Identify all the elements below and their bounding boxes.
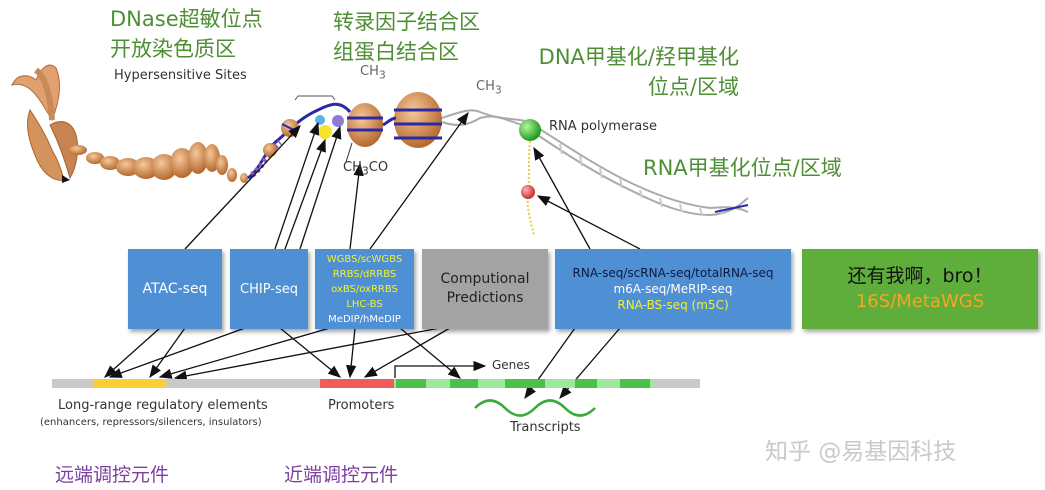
rna-methyl-ball [521,185,535,199]
dnase-label-line1: DNase超敏位点 [110,7,263,31]
nucleosome-small-2 [263,143,277,157]
tf-purple-dot [332,115,344,127]
hypersensitive-sites-label: Hypersensitive Sites [114,68,247,83]
rna-polymerase-label: RNA polymerase [549,119,658,134]
extra-line1: 还有我啊，bro！ [847,265,993,287]
long-range-sublabel: (enhancers, repressors/silencers, insula… [40,417,262,428]
computational-predictions-box: Computional Predictions [422,249,548,329]
nucleosome-small-1 [281,119,299,137]
method-wgbs: WGBS/scWGBS [326,253,403,265]
rna-polymerase-ball [519,119,541,141]
method-rrbs: RRBS/dRRBS [332,268,397,280]
rna-seq-line2: m6A-seq/MeRIP-seq [613,282,733,296]
genes-arrow [394,360,487,378]
method-medip: MeDIP/hMeDIP [328,313,401,325]
tf-yellow-dot [318,125,332,139]
tf-blue-dot [315,115,325,125]
watermark-text: 知乎 @易基因科技 [765,439,957,465]
atac-seq-label: ATAC-seq [142,281,208,297]
genes-label: Genes [492,358,530,372]
ch3-label-1: CH3 [360,64,386,82]
method-oxbs: oxBS/oxRRBS [331,283,398,295]
rna-seq-line1: RNA-seq/scRNA-seq/totalRNA-seq [572,266,774,280]
bisulfite-methods-box: WGBS/scWGBS RRBS/dRRBS oxBS/oxRRBS LHC-B… [315,249,414,329]
extra-line2: 16S/MetaWGS [855,291,985,312]
chip-seq-box: CHIP-seq [230,249,308,329]
dna-methylation-label: DNA甲基化/羟甲基化 位点/区域 [513,42,739,102]
proximal-elements-label: 近端调控元件 [284,464,399,486]
method-lhc-bs: LHC-BS [346,298,383,310]
tf-binding-label-line2: 组蛋白结合区 [333,40,459,64]
chip-seq-label: CHIP-seq [240,281,298,297]
atac-seq-box: ATAC-seq [128,249,222,329]
dna-methylation-label-line1: DNA甲基化/羟甲基化 [538,45,739,69]
tf-binding-label: 转录因子结合区 组蛋白结合区 [333,7,480,67]
pointer-icon [62,175,70,183]
computational-line2: Predictions [446,290,524,306]
computational-line1: Computional [440,271,530,287]
rna-seq-box: RNA-seq/scRNA-seq/totalRNA-seq m6A-seq/M… [555,249,791,329]
hypersensitive-bracket [294,95,336,101]
promoters-label: Promoters [328,398,395,413]
dnase-label-line2: 开放染色质区 [110,37,236,61]
tf-binding-label-line1: 转录因子结合区 [333,10,480,34]
extra-methods-box: 还有我啊，bro！ 16S/MetaWGS [802,249,1038,329]
distal-elements-label: 远端调控元件 [55,464,170,486]
rna-seq-line3: RNA-BS-seq (m5C) [617,298,729,312]
dnase-label: DNase超敏位点 开放染色质区 [110,4,263,64]
dna-methylation-label-line2: 位点/区域 [647,75,739,99]
dna-helix [441,109,749,217]
rna-methylation-label: RNA甲基化位点/区域 [643,156,842,180]
dna-blue-segment [714,204,749,213]
upper-arrows [184,111,641,250]
transcripts-wave [474,399,596,417]
promoter-region [320,379,394,388]
ch3-label-2: CH3 [476,79,502,97]
nucleosome-large-1 [347,103,383,147]
genome-bar [52,379,700,388]
ch3co-label: CH3CO [343,160,389,178]
transcripts-label: Transcripts [510,420,581,435]
chromosome-graphic [11,64,79,181]
dna-helix-rungs [559,143,723,216]
enhancer-region [94,379,166,388]
chromatin-fiber [69,142,248,183]
nucleosome-large-2 [394,92,442,148]
long-range-label: Long-range regulatory elements [58,398,268,413]
